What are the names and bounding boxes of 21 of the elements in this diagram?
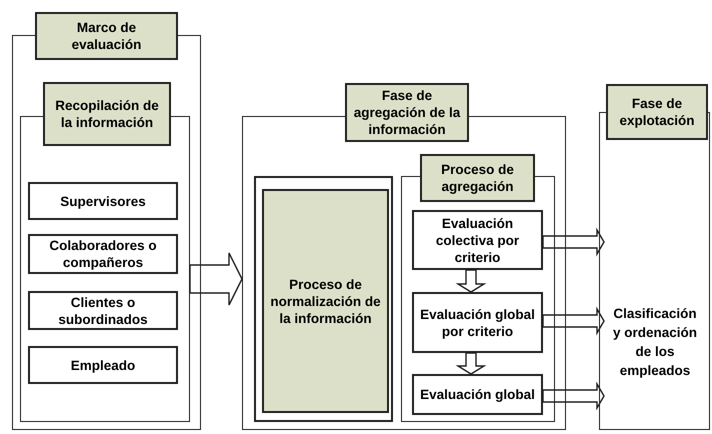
process-box: Evaluación colectiva por criterio <box>412 210 543 270</box>
process-box: Evaluación global <box>412 374 543 415</box>
group-title: Fase de agregación de la información <box>345 83 469 142</box>
process-box: Evaluación global por criterio <box>412 292 543 353</box>
block-arrow <box>456 352 486 375</box>
process-box: Clientes o subordinados <box>28 291 178 330</box>
double-frame <box>254 176 393 422</box>
block-arrow <box>542 381 605 411</box>
group-title: Recopilación de la información <box>43 82 171 146</box>
process-box: Empleado <box>28 346 178 384</box>
block-arrow <box>542 227 605 257</box>
block-arrow <box>456 269 486 293</box>
process-box: Supervisores <box>28 182 178 220</box>
result-text: Clasificación y ordenación de los empleados <box>604 254 706 430</box>
group-title: Marco de evaluación <box>35 12 178 60</box>
process-box: Colaboradores o compañeros <box>28 234 178 274</box>
block-arrow <box>542 306 605 336</box>
block-arrow <box>189 252 243 306</box>
process-box: Proceso de normalización de la información <box>262 189 389 413</box>
group-title: Proceso de agregación <box>420 154 535 202</box>
group-title: Fase de explotación <box>606 84 708 140</box>
